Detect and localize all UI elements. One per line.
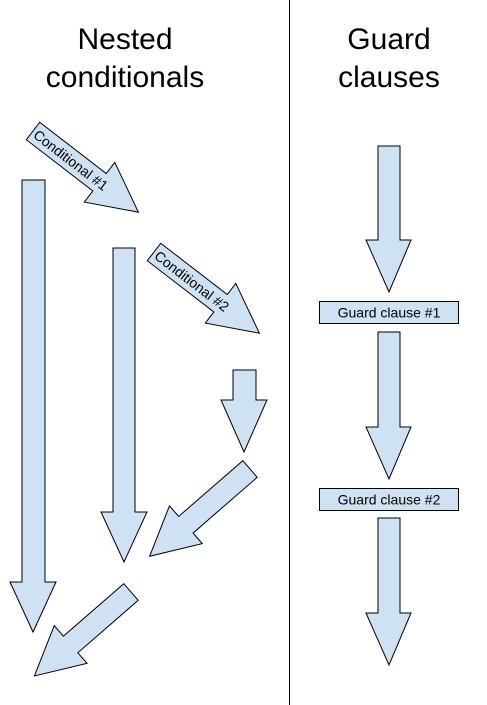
right-heading-line2: clauses <box>338 61 440 94</box>
guard-flow-arrow-2 <box>365 331 412 481</box>
middle-down-arrow <box>100 247 148 564</box>
guard-clause-1-label: Guard clause #1 <box>338 305 441 321</box>
return-arrow-outer-shape <box>33 582 139 677</box>
left-heading-line2: conditionals <box>46 61 204 94</box>
guard-clause-2-box <box>319 488 459 511</box>
inner-down-arrow <box>220 369 268 454</box>
return-arrow-outer <box>33 582 139 677</box>
outer-down-arrow <box>9 179 57 634</box>
guard-clause-1-box <box>319 301 459 324</box>
conditional-1-arrow-shape <box>25 121 140 213</box>
left-heading-line1: Nested <box>77 23 172 56</box>
conditional-2-arrow: Conditional #2 <box>146 242 261 334</box>
conditional-2-label: Conditional #2 <box>151 247 232 314</box>
guard-clause-2-label: Guard clause #2 <box>338 492 441 508</box>
right-heading-line1: Guard <box>347 23 430 56</box>
guard-flow-arrow-3 <box>365 517 412 667</box>
return-arrow-inner <box>148 459 258 557</box>
conditional-2-arrow-shape <box>146 242 261 334</box>
guard-flow-arrow-1 <box>365 145 412 294</box>
return-arrow-inner-shape <box>148 459 258 557</box>
